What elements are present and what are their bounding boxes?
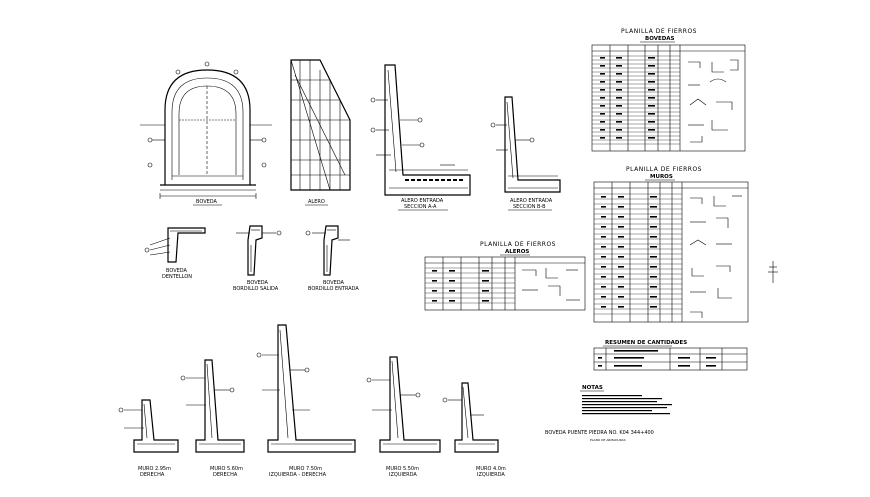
boveda-bordillo-entrada-subtitle: BORDILLO ENTRADA <box>308 286 359 292</box>
table-resumen-values <box>598 350 716 367</box>
muro-3-drawing: MURO 7.50m IZQUIERDA - DERECHA <box>256 324 356 478</box>
table-resumen-title: RESUMEN DE CANTIDADES <box>605 340 687 346</box>
boveda-title: BOVEDA <box>196 199 218 205</box>
muro-5-title: MURO 4.0m <box>476 466 506 472</box>
alero-entrada-title: ALERO ENTRADA <box>401 198 444 204</box>
alero-entrada-b-title: ALERO ENTRADA <box>510 198 553 204</box>
table-resumen: RESUMEN DE CANTIDADES <box>593 340 748 371</box>
project-name: BOVEDA PUENTE PIEDRA NO. K04 344+400 <box>545 430 654 436</box>
table-aleros-subtitle: ALEROS <box>505 249 529 255</box>
muro-1-subtitle: DERECHA <box>140 472 165 478</box>
table-aleros-title: PLANILLA DE FIERROS <box>480 241 556 248</box>
muro-5-drawing: MURO 4.0m IZQUIERDA <box>442 382 506 478</box>
boveda-bordillo-entrada-title: BOVEDA <box>323 280 345 286</box>
table-aleros-rows <box>425 267 515 304</box>
table-aleros-values <box>432 270 489 302</box>
alero-entrada-b-section: SECCION B-B <box>513 204 546 210</box>
boveda-dentellon-drawing: BOVEDA DENTELLON <box>144 227 206 280</box>
boveda-bordillo-salida-subtitle: BORDILLO SALIDA <box>233 286 279 292</box>
muro-3-subtitle: IZQUIERDA - DERECHA <box>269 472 327 478</box>
alero-entrada-section: SECCION A-A <box>404 204 437 210</box>
notes-block: NOTAS <box>580 385 672 415</box>
muro-2-subtitle: DERECHA <box>213 472 238 478</box>
muro-4-drawing: MURO 5.50m IZQUIERDA <box>366 356 441 478</box>
alero-title: ALERO <box>308 199 325 205</box>
table-muros-values <box>601 196 657 308</box>
table-bovedas-bar-shapes <box>688 59 739 143</box>
boveda-dentellon-subtitle: DENTELLON <box>162 274 192 280</box>
muro-1-drawing: MURO 2.95m DERECHA <box>118 399 179 478</box>
muro-1-title: MURO 2.95m <box>138 466 171 472</box>
muro-5-subtitle: IZQUIERDA <box>477 472 505 478</box>
project-title-block: BOVEDA PUENTE PIEDRA NO. K04 344+400 PLA… <box>545 430 654 442</box>
muro-4-subtitle: IZQUIERDA <box>389 472 417 478</box>
alero-entrada-b-drawing: ALERO ENTRADA SECCION B-B <box>490 96 561 211</box>
boveda-drawing: BOVEDA <box>140 61 272 206</box>
table-bovedas-title: PLANILLA DE FIERROS <box>621 28 697 35</box>
boveda-bordillo-entrada-drawing: BOVEDA BORDILLO ENTRADA <box>305 225 359 292</box>
table-aleros-bar-shapes <box>522 268 580 301</box>
table-muros-subtitle: MUROS <box>650 174 673 180</box>
alero-drawing: ALERO <box>290 59 351 206</box>
table-bovedas: PLANILLA DE FIERROS BOVEDAS <box>591 28 746 152</box>
notes-lines <box>582 395 672 415</box>
notes-title: NOTAS <box>582 385 603 391</box>
alero-entrada-drawing: ALERO ENTRADA SECCION A-A <box>370 64 471 211</box>
muro-4-title: MURO 5.50m <box>386 466 419 472</box>
table-muros-title: PLANILLA DE FIERROS <box>626 166 702 173</box>
boveda-bordillo-salida-drawing: BOVEDA BORDILLO SALIDA <box>233 225 282 292</box>
table-aleros: PLANILLA DE FIERROS ALEROS <box>424 241 586 311</box>
project-sheet: PLANO DE ARMADURAS <box>590 438 626 442</box>
table-bovedas-subtitle: BOVEDAS <box>645 36 675 42</box>
table-muros: PLANILLA DE FIERROS MUROS <box>593 166 749 323</box>
north-mark-icon <box>768 261 778 283</box>
muro-2-drawing: MURO 5.60m DERECHA <box>180 359 245 478</box>
boveda-bordillo-salida-title: BOVEDA <box>247 280 269 286</box>
boveda-dentellon-title: BOVEDA <box>166 268 188 274</box>
table-muros-bar-shapes <box>689 195 742 318</box>
table-bovedas-rows <box>592 55 680 145</box>
muro-3-title: MURO 7.50m <box>289 466 322 472</box>
table-muros-rows <box>594 193 682 315</box>
muro-2-title: MURO 5.60m <box>210 466 243 472</box>
table-bovedas-values <box>600 57 655 139</box>
